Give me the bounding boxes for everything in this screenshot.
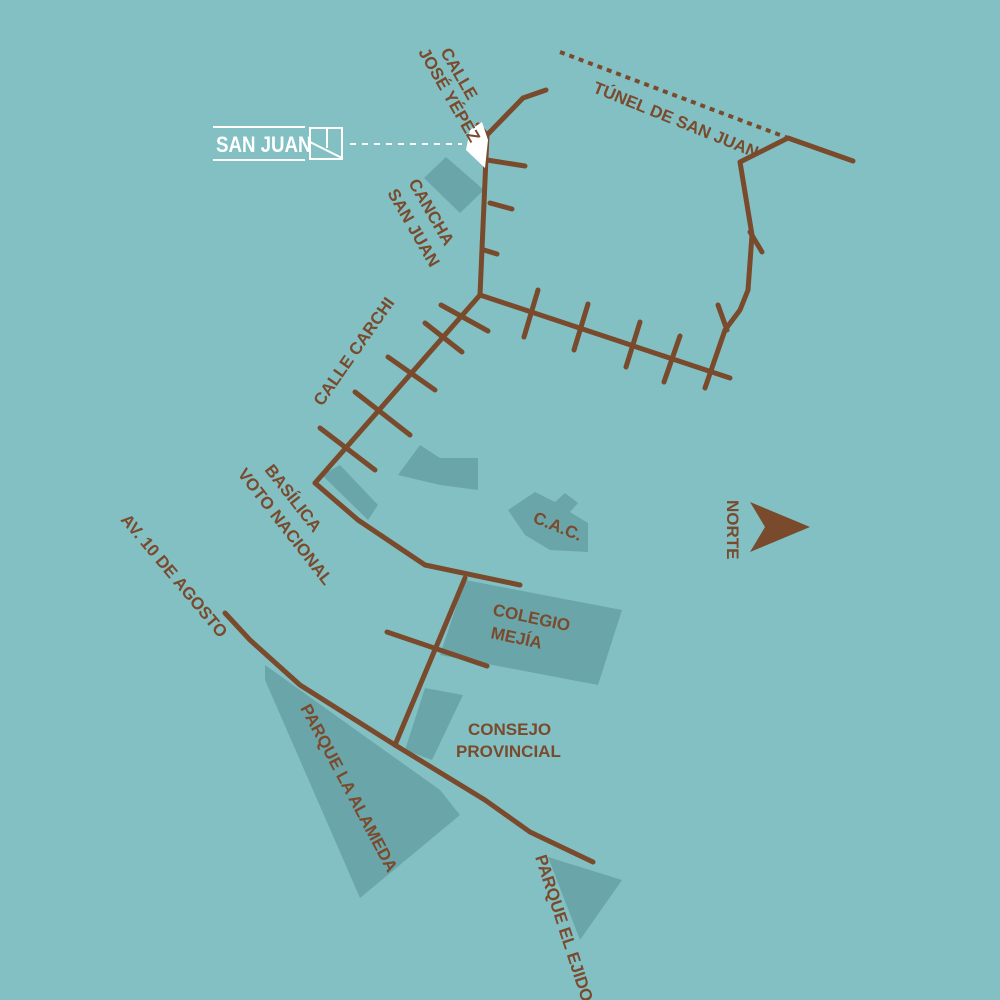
tunel-san-juan <box>559 50 789 140</box>
colegio-mejia-area <box>440 580 622 685</box>
block-area <box>398 445 478 490</box>
road <box>521 287 541 340</box>
north-label: NORTE <box>723 500 742 560</box>
consejo-provincial-area <box>405 688 463 760</box>
road <box>385 354 438 393</box>
road <box>317 425 378 473</box>
road <box>747 229 765 255</box>
road <box>571 301 591 353</box>
cancha-san-juan-area <box>424 157 484 213</box>
building-marker-icon <box>309 127 343 160</box>
road <box>484 157 528 169</box>
parque-el-ejido-area <box>548 857 622 940</box>
road <box>715 302 730 333</box>
road <box>422 320 465 355</box>
av-10-de-agosto <box>222 610 596 865</box>
place-label-consejo: CONSEJO <box>468 720 551 739</box>
compass: NORTE <box>723 500 810 560</box>
road <box>623 319 643 370</box>
road <box>438 302 491 334</box>
cac-area <box>508 492 588 552</box>
north-arrow-icon <box>750 502 810 552</box>
road <box>487 200 515 212</box>
road <box>384 629 490 669</box>
blocks <box>265 157 622 940</box>
san-juan-label: SAN JUAN <box>213 126 343 161</box>
road <box>312 480 523 588</box>
basilica-area <box>322 465 378 520</box>
road <box>392 575 468 748</box>
calle-carchi <box>312 292 483 486</box>
road <box>661 333 683 385</box>
place-label-provincial: PROVINCIAL <box>456 742 561 761</box>
road <box>352 389 413 438</box>
road <box>477 292 733 381</box>
parque-la-alameda-area <box>265 665 460 898</box>
san-juan-location-marker <box>466 122 488 168</box>
san-juan-text: SAN JUAN <box>216 134 312 158</box>
roads <box>222 50 856 865</box>
road <box>484 87 549 138</box>
road <box>481 247 500 257</box>
